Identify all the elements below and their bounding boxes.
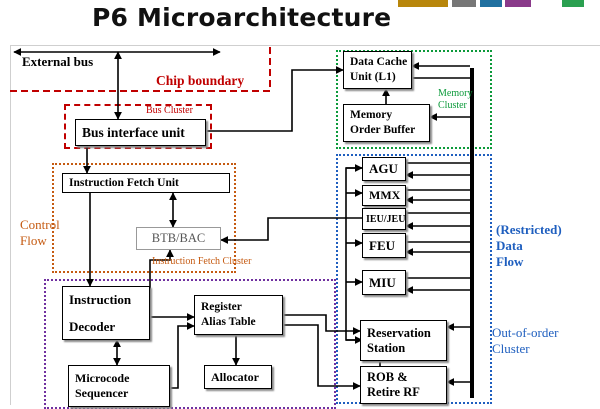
agu-label: AGU (369, 161, 398, 176)
header-decoration-5 (562, 0, 584, 7)
ooo-cluster-label-1: Out-of-order (492, 325, 559, 340)
rob-line-2: Retire RF (367, 385, 420, 399)
instruction-decoder: Instruction Decoder (62, 286, 150, 340)
fetch-cluster-label: Instruction Fetch Cluster (152, 256, 252, 267)
memory-cluster-label-1: Memory (438, 88, 473, 99)
bus-cluster-label: Bus Cluster (146, 105, 193, 116)
feu-label: FEU (369, 237, 395, 253)
btb-bac-unit: BTB/BAC (136, 227, 221, 250)
microcode-line-1: Microcode (75, 371, 130, 385)
ieu-jeu-label: IEU/JEU (366, 213, 406, 225)
rob-line-1: ROB & (367, 370, 408, 384)
data-flow-label-1: (Restricted) (496, 222, 562, 237)
rat-line-1: Register (201, 301, 242, 313)
header-decoration-2 (452, 0, 476, 7)
data-cache-line-1: Data Cache (350, 56, 408, 68)
bus-interface-unit-label: Bus interface unit (82, 124, 185, 140)
agu-unit: AGU (362, 157, 406, 181)
allocator-label: Allocator (211, 369, 259, 384)
ieu-jeu-unit: IEU/JEU (362, 208, 406, 230)
register-alias-table: Register Alias Table (194, 295, 283, 335)
slide-frame (10, 45, 600, 405)
mob-line-1: Memory (350, 109, 393, 121)
memory-cluster-label-2: Cluster (438, 100, 467, 111)
memory-cluster-region (336, 50, 492, 149)
bus-interface-unit: Bus interface unit (75, 119, 206, 146)
mmx-label: MMX (369, 188, 401, 202)
header-decoration-1 (398, 0, 448, 7)
btb-bac-label: BTB/BAC (151, 231, 206, 245)
rs-line-2: Station (367, 340, 406, 355)
ooo-cluster-label-2: Cluster (492, 341, 530, 356)
control-flow-label-1: Control (20, 217, 60, 232)
miu-unit: MIU (362, 270, 406, 295)
ifu-label: Instruction Fetch Unit (69, 177, 179, 189)
memory-order-buffer: Memory Order Buffer (343, 104, 430, 142)
external-bus-label: External bus (22, 54, 94, 69)
mob-line-2: Order Buffer (350, 124, 416, 136)
control-flow-label-2: Flow (20, 233, 47, 248)
chip-boundary-line (10, 45, 271, 92)
header-decoration-4 (505, 0, 531, 7)
data-cache-line-2: Unit (L1) (350, 71, 396, 83)
chip-boundary-label: Chip boundary (156, 73, 245, 88)
rat-line-2: Alias Table (201, 316, 256, 328)
feu-unit: FEU (362, 233, 406, 258)
rob-retire-rf: ROB & Retire RF (360, 366, 447, 404)
instruction-fetch-unit: Instruction Fetch Unit (62, 173, 230, 193)
diagram-title: P6 Microarchitecture (92, 3, 392, 32)
data-flow-label-3: Flow (496, 254, 524, 269)
mmx-unit: MMX (362, 185, 406, 206)
reservation-station: Reservation Station (360, 320, 447, 361)
connection-wires (13, 48, 474, 398)
rs-line-1: Reservation (367, 325, 431, 340)
data-flow-label-2: Data (496, 238, 523, 253)
miu-label: MIU (369, 274, 396, 290)
bus-cluster-region (64, 104, 212, 149)
microcode-sequencer: Microcode Sequencer (68, 365, 170, 407)
microcode-line-2: Sequencer (75, 386, 129, 400)
decoder-line-1: Instruction (69, 292, 132, 307)
allocator-unit: Allocator (204, 365, 272, 389)
data-cache-unit: Data Cache Unit (L1) (343, 51, 412, 89)
decoder-line-2: Decoder (69, 319, 116, 334)
instruction-fetch-cluster-region (52, 163, 236, 273)
header-decoration-3 (480, 0, 502, 7)
